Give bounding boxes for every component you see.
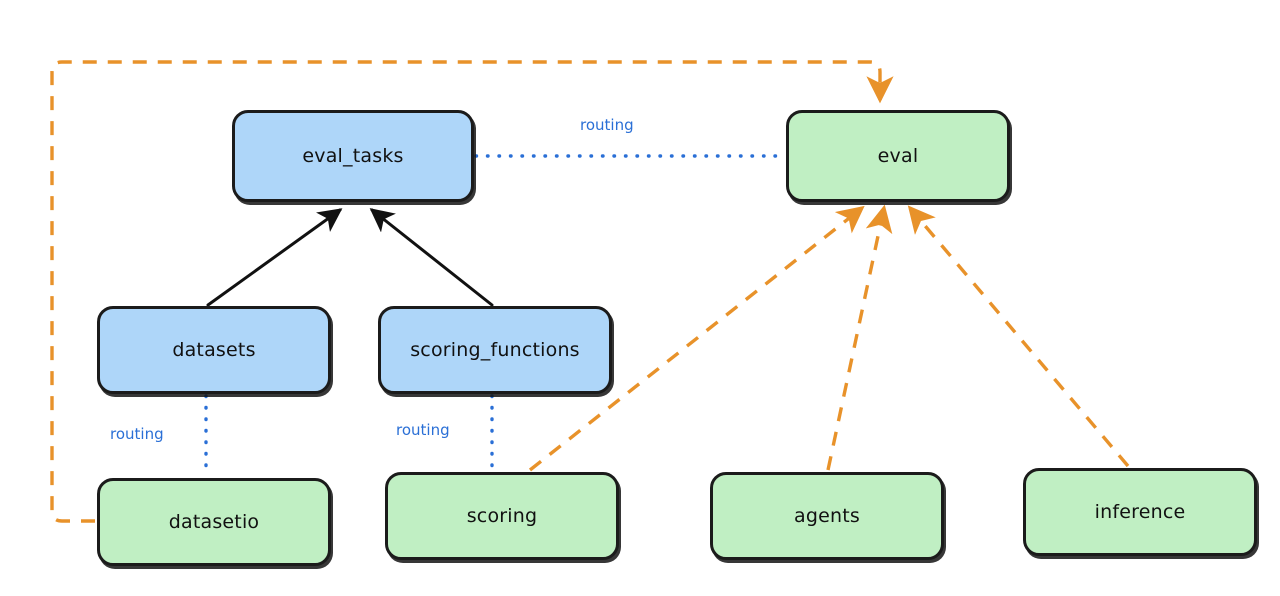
node-eval[interactable]: eval [786, 110, 1010, 202]
edge-scoring_functions-eval_tasks [369, 208, 494, 307]
node-datasetio[interactable]: datasetio [97, 478, 331, 566]
edge-label-routing-scoring-functions-scoring: routing [396, 421, 450, 439]
node-label: scoring_functions [410, 339, 580, 361]
node-label: eval [877, 145, 919, 167]
node-label: scoring [466, 505, 538, 527]
node-label: datasets [172, 339, 256, 361]
node-inference[interactable]: inference [1023, 468, 1257, 556]
node-datasets[interactable]: datasets [97, 306, 331, 394]
edge-agents-eval [826, 204, 893, 471]
node-agents[interactable]: agents [710, 472, 944, 560]
edge-label-routing-eval-tasks-eval: routing [580, 116, 634, 134]
node-label: agents [794, 505, 860, 527]
edge-label-routing-datasets-datasetio: routing [110, 425, 164, 443]
node-label: inference [1094, 501, 1186, 523]
edge-scoring-eval [528, 205, 865, 472]
edge-datasets-eval_tasks [206, 208, 343, 307]
node-label: eval_tasks [302, 145, 404, 167]
node-scoring[interactable]: scoring [385, 472, 619, 560]
node-scoring-functions[interactable]: scoring_functions [378, 306, 612, 394]
node-eval-tasks[interactable]: eval_tasks [232, 110, 474, 202]
node-label: datasetio [168, 511, 260, 533]
edge-inference-eval [907, 205, 1130, 468]
